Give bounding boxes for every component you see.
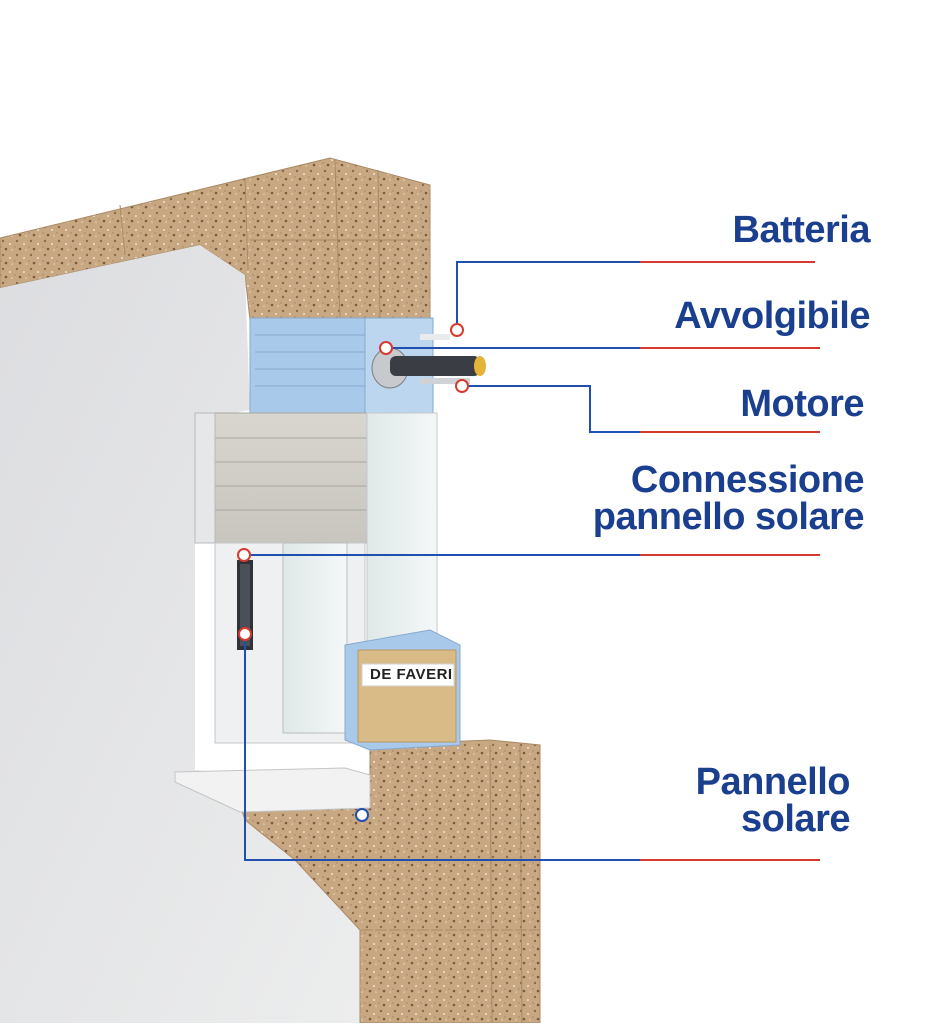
label-pannello-solare: Pannello solare: [695, 761, 851, 840]
label-connessione-pannello-solare: Connessione pannello solare: [592, 459, 865, 538]
marker-batteria: [450, 323, 464, 337]
marker-connessione: [237, 548, 251, 562]
window-frame: [214, 412, 438, 744]
window-sill: [174, 767, 371, 813]
roller-shutter: [194, 412, 368, 544]
label-avvolgibile-text: Avvolgibile: [674, 295, 870, 337]
marker-pannello-cable: [238, 627, 252, 641]
label-pannello-line1: Pannello: [695, 761, 851, 803]
leader-lines: [244, 261, 820, 861]
label-motore: Motore: [740, 383, 864, 425]
label-pannello-line2: solare: [741, 798, 850, 840]
label-connessione-line1: Connessione: [630, 459, 865, 501]
marker-pannello: [355, 808, 369, 822]
top-brick-lintel: [0, 157, 431, 321]
label-batteria: Batteria: [732, 209, 871, 251]
interior-wall-surface: [0, 245, 360, 1023]
motor-roller-tube: [371, 334, 486, 389]
leader-motore: [462, 385, 640, 433]
marker-avvolgibile: [379, 341, 393, 355]
leader-pannello: [244, 634, 640, 861]
brand-logo: DE FAVERI: [370, 666, 453, 683]
label-motore-text: Motore: [740, 383, 864, 425]
marker-motore: [455, 379, 469, 393]
markers: [237, 323, 469, 822]
leader-batteria: [456, 261, 640, 330]
label-connessione-line2: pannello solare: [592, 496, 865, 538]
label-avvolgibile: Avvolgibile: [674, 295, 870, 337]
solar-panel-block: [344, 629, 461, 751]
label-batteria-text: Batteria: [732, 209, 871, 251]
